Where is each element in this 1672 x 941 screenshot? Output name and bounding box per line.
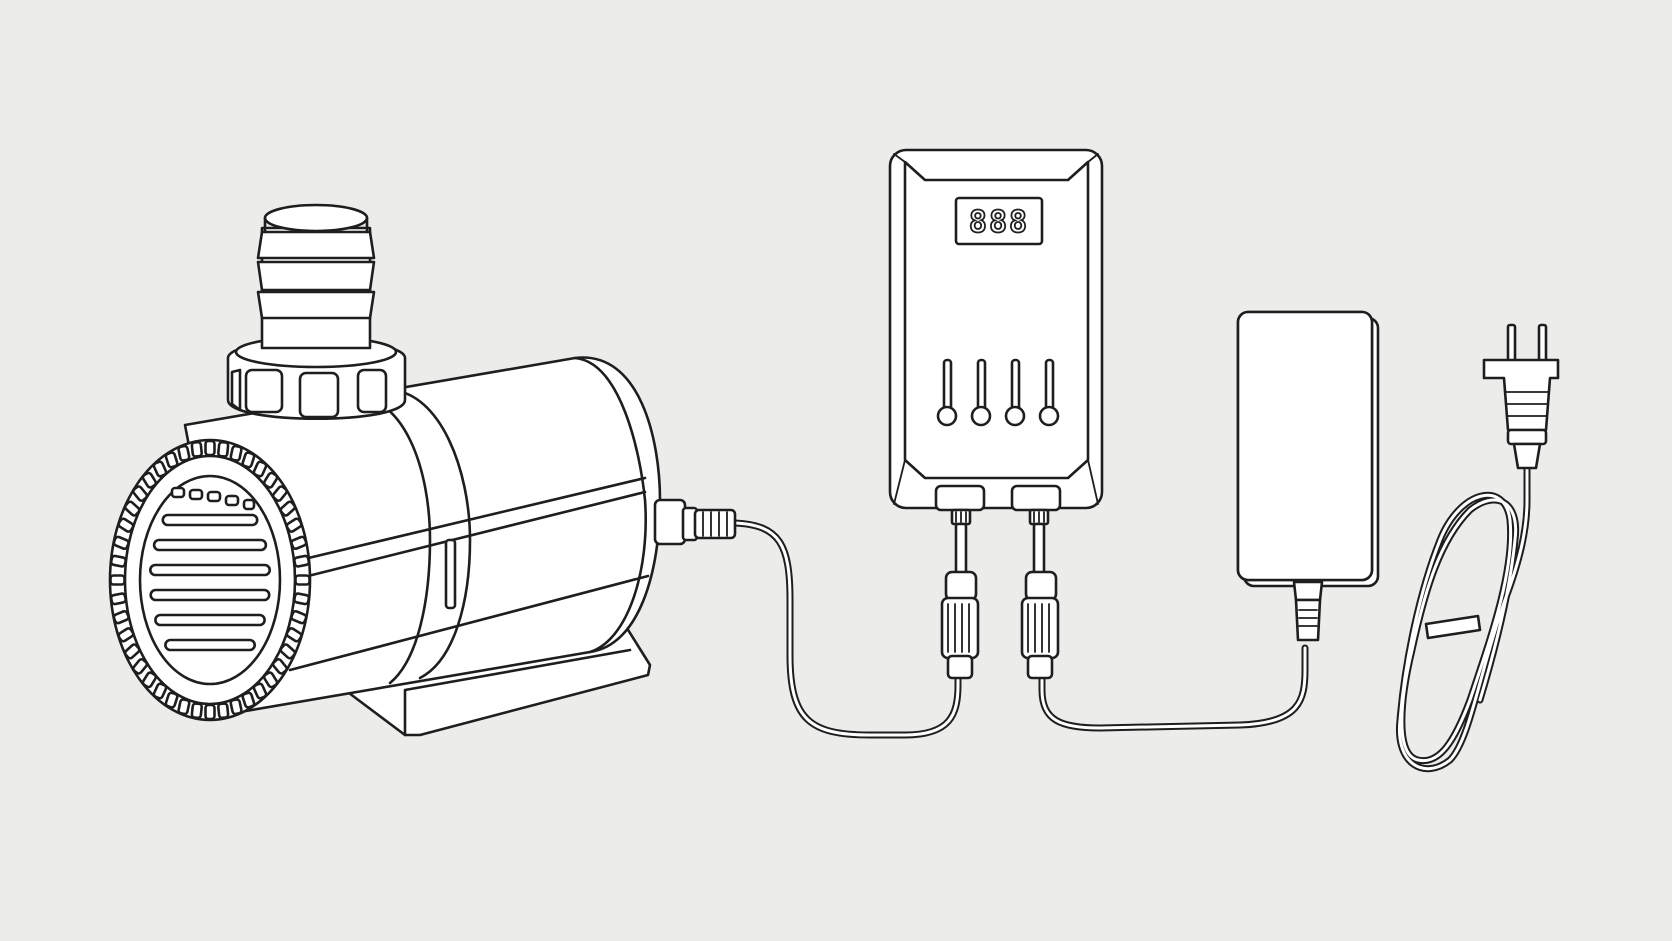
grille-slots — [149, 513, 272, 652]
controller-socket-left — [934, 484, 986, 680]
grille-tooth — [190, 440, 203, 458]
grille-tooth — [152, 460, 168, 478]
grille-tooth — [132, 658, 149, 675]
grille-tooth — [285, 517, 303, 533]
cable-controller-to-adapter — [1038, 644, 1309, 732]
grille-tooth — [117, 517, 135, 533]
grille-tooth — [229, 444, 243, 462]
grille-tooth — [290, 609, 308, 625]
grille-tooth — [112, 535, 130, 551]
power-adapter — [1236, 310, 1380, 642]
grille-dots — [170, 486, 256, 511]
cable-adapter-to-plug — [1395, 464, 1531, 773]
plug-head — [1482, 358, 1560, 432]
grille-tooth — [109, 592, 127, 606]
slider-4[interactable] — [1038, 358, 1060, 427]
grille-slot — [149, 563, 272, 577]
grille-tooth — [217, 440, 230, 458]
grille-slot — [164, 638, 256, 652]
grille-tooth — [285, 627, 303, 643]
grille-tooth — [109, 554, 127, 568]
grille-tooth — [190, 702, 203, 720]
grille-slot — [161, 513, 259, 527]
display-readout: 888 — [969, 205, 1029, 240]
grille-tooth — [293, 592, 311, 606]
grille-tooth — [177, 698, 191, 716]
grille-tooth — [279, 643, 297, 660]
hose-barb-outlet — [256, 203, 376, 350]
cable-pump-to-controller — [731, 519, 962, 739]
grille-slot — [154, 613, 266, 627]
pump-indicator-slot — [444, 538, 457, 610]
grille-tooth — [271, 658, 288, 675]
slider-2[interactable] — [970, 358, 992, 427]
grille-tooth — [262, 471, 279, 489]
grille-tooth — [164, 691, 179, 709]
grille-tooth — [241, 691, 256, 709]
grille-tooth — [123, 643, 141, 660]
controller-socket-right — [1010, 484, 1062, 680]
intake-grille — [108, 438, 312, 722]
grille-tooth — [271, 485, 288, 502]
grille-tooth — [252, 682, 268, 700]
plug-prong-right — [1537, 323, 1548, 363]
grille-tooth — [123, 500, 141, 517]
grille-teeth-ring — [109, 439, 311, 721]
grille-tooth — [164, 451, 179, 469]
cable-tie — [1424, 614, 1482, 640]
grille-tooth — [217, 702, 230, 720]
grille-slot — [149, 588, 271, 602]
grille-tooth — [112, 609, 130, 625]
slider-controls — [936, 358, 1060, 427]
grille-tooth — [290, 535, 308, 551]
grille-tooth — [262, 671, 279, 689]
grille-tooth — [109, 574, 126, 586]
slider-3[interactable] — [1004, 358, 1026, 427]
controller: 888 — [888, 148, 1104, 680]
grille-tooth — [204, 439, 216, 457]
grille-tooth — [117, 627, 135, 643]
grille-tooth — [141, 471, 158, 489]
grille-tooth — [294, 574, 311, 586]
grille-tooth — [241, 451, 256, 469]
grille-tooth — [279, 500, 297, 517]
plug-prong-left — [1506, 323, 1517, 363]
grille-tooth — [152, 682, 168, 700]
mains-plug — [1482, 323, 1560, 470]
pump-cable-gland — [653, 498, 737, 546]
grille-slot — [152, 538, 268, 552]
grille-tooth — [177, 444, 191, 462]
pump — [108, 203, 737, 737]
grille-tooth — [252, 460, 268, 478]
grille-tooth — [229, 698, 243, 716]
adapter-cable-strain-relief — [1292, 580, 1324, 642]
grille-tooth — [141, 671, 158, 689]
digital-display — [954, 196, 1044, 246]
grille-tooth — [204, 703, 216, 721]
slider-1[interactable] — [936, 358, 958, 427]
grille-tooth — [293, 554, 311, 568]
grille-tooth — [132, 485, 149, 502]
